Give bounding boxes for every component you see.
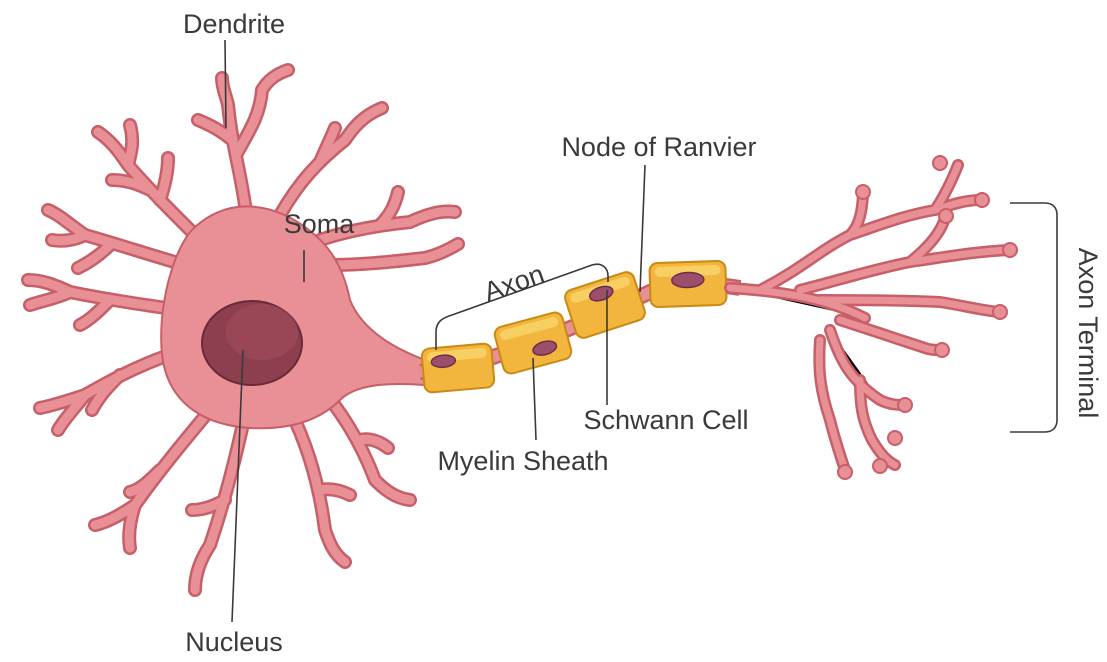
label-axon: Axon [480,259,548,307]
label-myelin-sheath: Myelin Sheath [437,446,608,476]
myelin-segment [421,343,495,393]
soma-body [161,206,425,428]
nucleus [202,301,302,385]
label-axon-terminal: Axon Terminal [1073,248,1103,419]
label-schwann-cell: Schwann Cell [583,405,748,435]
label-node-of-ranvier: Node of Ranvier [561,132,756,162]
label-dendrite: Dendrite [183,9,285,39]
label-soma: Soma [284,209,356,239]
myelin-segment [563,270,647,340]
label-nucleus: Nucleus [185,627,283,657]
myelin-sheath [421,261,727,393]
axon-terminal-branches [730,156,1017,479]
myelin-segment [649,261,726,308]
